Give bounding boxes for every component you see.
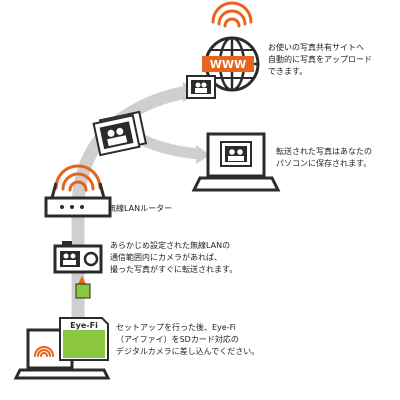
globe-www-icon: WWW [202,36,260,92]
caption-camera-transfer: あらかじめ設定された無線LANの 通信範囲内にカメラがあれば、 撮った写真がすぐ… [110,241,238,274]
caption-photo-sharing-upload: お使いの写真共有サイトへ 自動的に写真をアップロード できます。 [268,43,372,76]
laptop-icon [191,132,281,192]
www-label: WWW [210,58,246,71]
photo-icon [186,75,216,99]
wifi-icon [34,346,54,357]
sd-card-icon [75,283,91,299]
sd-card-label: Eye-Fi [70,321,98,330]
insert-arrow [78,276,86,284]
caption-wireless-router: 無線LANルーター [108,204,173,213]
sd-card-icon: Eye-Fi [59,317,109,361]
photo-icon [92,110,148,157]
caption-saved-to-pc: 転送された写真はあなたの パソコンに保存されます。 [276,147,372,168]
caption-setup-instructions: セットアップを行った後、Eye-Fi （アイファイ）をSDカード対応の デジタル… [116,323,260,356]
camera-icon [53,241,103,274]
router-icon [44,164,112,218]
wifi-icon [54,164,102,192]
arrowhead-to-pc [196,145,210,164]
wifi-icon [211,1,253,28]
